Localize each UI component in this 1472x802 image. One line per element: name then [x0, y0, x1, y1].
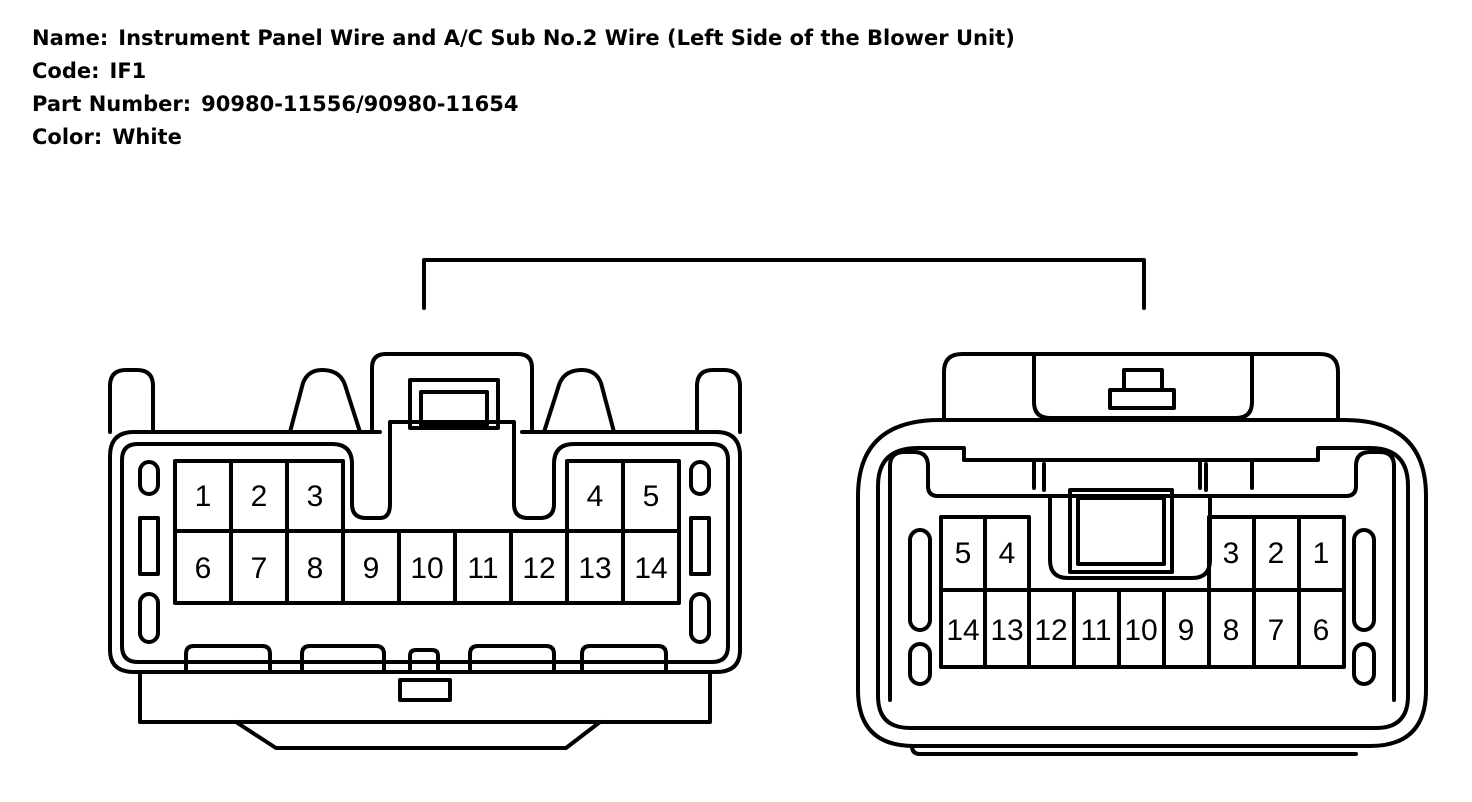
right-pin-label: 14 [946, 614, 979, 647]
left-pin-cell: 2 [229, 459, 289, 533]
part-number-line: Part Number: 90980-11556/90980-11654 [32, 88, 1015, 121]
connector-pair-bracket [422, 258, 1146, 310]
right-pin-label: 13 [990, 614, 1023, 647]
right-connector: 5 4 3 2 1 14 13 12 11 10 9 8 7 6 [856, 352, 1428, 756]
right-pin-cell: 3 [1207, 515, 1256, 592]
left-pin-label: 2 [251, 480, 268, 513]
left-pin-cell: 7 [229, 529, 289, 605]
right-pin-cell: 10 [1117, 588, 1166, 669]
right-pin-cell: 1 [1297, 515, 1346, 592]
right-pin-label: 9 [1178, 614, 1195, 647]
left-pin-cell: 6 [173, 529, 233, 605]
left-pin-label: 14 [634, 552, 667, 585]
color-line: Color: White [32, 121, 1015, 154]
right-pin-cell: 7 [1252, 588, 1301, 669]
right-pin-label: 8 [1223, 614, 1240, 647]
left-pin-grid: 1 2 3 4 5 6 7 8 9 10 11 12 13 14 [173, 459, 681, 605]
part-number-value: 90980-11556/90980-11654 [201, 92, 519, 116]
connector-info: Name: Instrument Panel Wire and A/C Sub N… [32, 22, 1015, 154]
right-pin-cell: 4 [983, 515, 1031, 592]
right-pin-label: 2 [1268, 537, 1285, 570]
left-pin-label: 8 [307, 552, 324, 585]
right-pin-cell: 8 [1207, 588, 1256, 669]
name-label: Name: [32, 26, 109, 50]
left-pin-cell: 4 [565, 459, 625, 533]
left-connector: 1 2 3 4 5 6 7 8 9 10 11 12 13 14 [108, 352, 742, 750]
left-pin-cell: 3 [285, 459, 345, 533]
right-pin-label: 10 [1124, 614, 1157, 647]
left-pin-label: 7 [251, 552, 268, 585]
left-pin-cell: 8 [285, 529, 345, 605]
right-pin-cell: 5 [939, 515, 987, 592]
right-pin-cell: 11 [1072, 588, 1121, 669]
left-pin-label: 3 [307, 480, 324, 513]
right-pin-cell: 2 [1252, 515, 1301, 592]
left-pin-cell: 12 [509, 529, 569, 605]
code-line: Code: IF1 [32, 55, 1015, 88]
left-pin-label: 10 [410, 552, 443, 585]
right-pin-label: 12 [1034, 614, 1067, 647]
right-pin-label: 11 [1080, 614, 1111, 647]
right-pin-label: 3 [1223, 537, 1240, 570]
right-pin-cell: 9 [1162, 588, 1211, 669]
right-pin-cell: 12 [1027, 588, 1076, 669]
right-pin-cell: 6 [1297, 588, 1346, 669]
left-pin-label: 12 [522, 552, 555, 585]
left-pin-cell: 10 [397, 529, 457, 605]
left-pin-cell: 13 [565, 529, 625, 605]
right-connector-housing [856, 352, 1428, 756]
right-pin-label: 6 [1313, 614, 1330, 647]
left-pin-label: 5 [643, 480, 660, 513]
left-pin-cell: 5 [621, 459, 681, 533]
name-value: Instrument Panel Wire and A/C Sub No.2 W… [118, 26, 1015, 50]
left-connector-housing [108, 352, 742, 750]
right-pin-cell: 13 [983, 588, 1031, 669]
right-pin-label: 5 [955, 537, 972, 570]
right-pin-grid: 5 4 3 2 1 14 13 12 11 10 9 8 7 6 [939, 515, 1346, 669]
right-pin-label: 4 [999, 537, 1016, 570]
left-pin-label: 6 [195, 552, 212, 585]
left-pin-label: 1 [195, 480, 212, 513]
right-pin-label: 7 [1268, 614, 1285, 647]
left-pin-cell: 1 [173, 459, 233, 533]
code-label: Code: [32, 59, 100, 83]
right-pin-cell: 14 [939, 588, 987, 669]
code-value: IF1 [109, 59, 147, 83]
color-label: Color: [32, 125, 103, 149]
name-line: Name: Instrument Panel Wire and A/C Sub N… [32, 22, 1015, 55]
part-number-label: Part Number: [32, 92, 192, 116]
left-pin-label: 13 [578, 552, 611, 585]
left-pin-label: 11 [467, 552, 498, 585]
left-pin-label: 4 [587, 480, 604, 513]
left-pin-cell: 14 [621, 529, 681, 605]
color-value: White [112, 125, 182, 149]
left-pin-cell: 9 [341, 529, 401, 605]
left-pin-cell: 11 [453, 529, 513, 605]
left-pin-label: 9 [363, 552, 380, 585]
right-pin-label: 1 [1313, 537, 1330, 570]
